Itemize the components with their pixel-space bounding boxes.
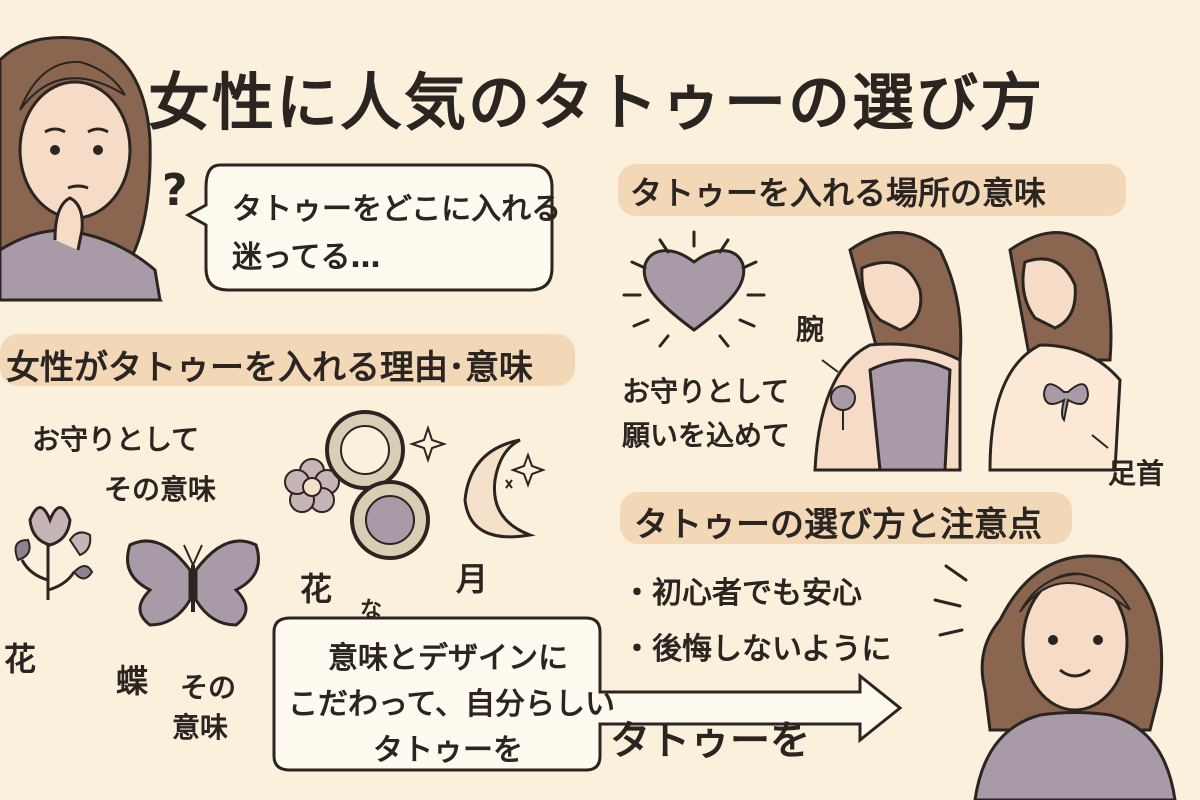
butterfly-illustration (126, 539, 260, 627)
butterfly-imi-label: 意味 (172, 711, 229, 744)
bottom-line-1: 意味とデザインに (328, 641, 568, 676)
speech-line-2: 迷ってる… (232, 240, 381, 275)
ankle-label: 足首 (1108, 457, 1165, 490)
page-title: 女性に人気のタトゥーの選び方 (148, 66, 1045, 139)
flower-compact-illustration (284, 410, 448, 560)
question-mark: ? (162, 165, 188, 216)
woman-arm-tattoo-illustration (813, 231, 963, 472)
thinking-woman-illustration (0, 36, 163, 302)
flower-label-center: 花 (300, 570, 333, 608)
na-label: な (360, 598, 383, 623)
reasons-omamori-label: お守りとして (32, 423, 200, 456)
arrow-label: タトゥーを (610, 718, 810, 764)
reasons-sono-imi-label: その意味 (104, 473, 217, 506)
places-heading-highlight (618, 164, 1126, 216)
moon-label: 月 (456, 560, 489, 598)
bullet-item: ・初心者でも安心 (622, 576, 862, 611)
bottom-box-text: 意味とデザインに こだわって、自分らしい タトゥーを (288, 636, 615, 774)
choose-bullet-list: ・初心者でも安心 ・後悔しないように (622, 566, 891, 678)
arm-label: 腕 (796, 313, 825, 346)
speech-bubble-text: タトゥーをどこに入れる 迷ってる… (232, 186, 562, 282)
moon-illustration (463, 438, 546, 539)
bottom-line-2: こだわって、自分らしい (288, 687, 615, 722)
tulip-illustration (14, 506, 94, 600)
places-heading: タトゥーを入れる場所の意味 (630, 174, 1047, 212)
happy-woman-illustration (933, 554, 1177, 800)
choose-heading-highlight (620, 492, 1072, 544)
bottom-message-box (272, 616, 903, 772)
butterfly-label: 蝶 (116, 662, 149, 700)
reasons-heading: 女性がタトゥーを入れる理由･意味 (6, 348, 533, 388)
bullet-item: ・後悔しないように (622, 632, 892, 667)
reasons-heading-highlight (0, 334, 575, 386)
butterfly-sono-label: その (180, 671, 237, 704)
flower-label-left: 花 (4, 640, 37, 678)
bottom-line-3: タトゥーを (373, 733, 523, 768)
places-negai-label: 願いを込めて (622, 419, 791, 452)
woman-back-tattoo-illustration (988, 231, 1122, 472)
speech-bubble-shape (184, 163, 554, 292)
choose-heading: タトゥーの選び方と注意点 (634, 505, 1042, 545)
speech-line-1: タトゥーをどこに入れる (232, 192, 562, 227)
places-omamori-label: お守りとして (622, 375, 790, 408)
heart-sparkle-illustration (622, 230, 766, 348)
